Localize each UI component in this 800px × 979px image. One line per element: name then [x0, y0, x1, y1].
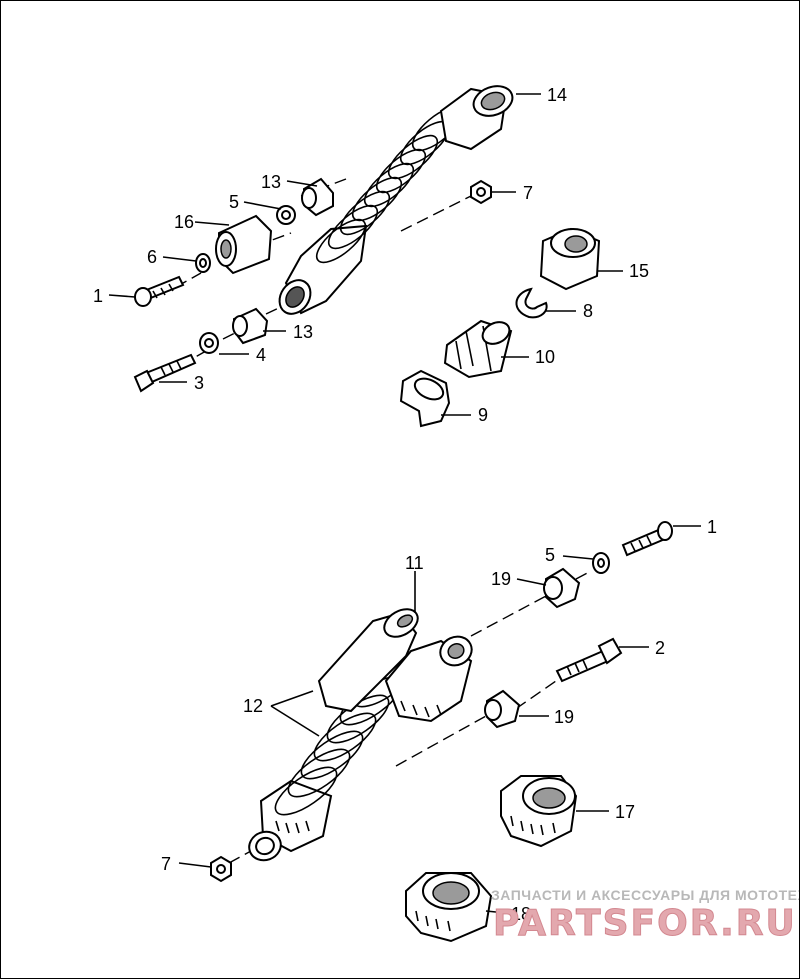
watermark-tagline: ЗАПЧАСТИ И АКСЕССУАРЫ ДЛЯ МОТОТЕХНИКИ — [491, 887, 799, 903]
bushing-19-upper — [543, 567, 581, 609]
callout-9: 9 — [478, 405, 488, 425]
callout-16: 16 — [174, 212, 194, 232]
callout-5: 5 — [229, 192, 239, 212]
callout-15: 15 — [629, 261, 649, 281]
callout-14: 14 — [547, 85, 567, 105]
callout-6: 6 — [147, 247, 157, 267]
axis-line — [575, 570, 592, 580]
callout-11: 11 — [405, 553, 424, 573]
bracket-9 — [399, 369, 451, 428]
callout-18: 18 — [511, 904, 531, 924]
spacer-16 — [215, 214, 273, 275]
callout-13: 13 — [261, 172, 281, 192]
clip-8 — [515, 287, 548, 319]
axis-line — [265, 305, 284, 315]
callout-7: 7 — [523, 183, 533, 203]
callout-8: 8 — [583, 301, 593, 321]
callout-13: 13 — [293, 322, 313, 342]
watermark: ЗАПЧАСТИ И АКСЕССУАРЫ ДЛЯ МОТОТЕХНИКИ PA… — [491, 887, 799, 945]
axis-line — [395, 715, 487, 767]
leader-lines-top — [108, 93, 623, 416]
washer-5-upper — [276, 205, 296, 225]
callout-10: 10 — [535, 347, 555, 367]
watermark-brand: PARTSFOR.RU — [493, 903, 797, 944]
nut-7-upper — [470, 179, 492, 205]
callout-labels-top: 14 13 5 16 6 1 13 4 3 7 15 8 10 9 — [93, 85, 649, 425]
callout-5: 5 — [545, 545, 555, 565]
washer-4 — [199, 332, 219, 354]
bolt-2 — [555, 637, 623, 683]
axis-line — [228, 850, 252, 864]
bolt-1-upper — [134, 275, 185, 307]
axis-line — [400, 195, 472, 232]
bushing-13-lower — [232, 307, 269, 345]
bolt-3 — [133, 353, 197, 393]
bushing-19-lower — [484, 689, 521, 729]
shock-absorber-top — [278, 85, 514, 315]
callout-19: 19 — [554, 707, 574, 727]
bushing-13-upper — [301, 177, 334, 217]
callout-17: 17 — [615, 802, 635, 822]
reservoir-11 — [317, 608, 419, 713]
callout-2: 2 — [655, 638, 665, 658]
callout-4: 4 — [256, 345, 266, 365]
callout-12: 12 — [243, 696, 263, 716]
callout-7: 7 — [161, 854, 171, 874]
axis-line — [470, 595, 547, 637]
callout-1: 1 — [707, 517, 717, 537]
cage-10 — [443, 319, 513, 379]
cover-15 — [539, 227, 601, 291]
bearing-18 — [405, 872, 493, 943]
callout-1: 1 — [93, 286, 103, 306]
bearing-17 — [500, 775, 578, 848]
callout-labels-bottom: 1 5 19 11 2 12 19 17 7 18 — [161, 517, 717, 924]
washer-5-lower — [592, 552, 610, 574]
washer-6 — [195, 253, 211, 273]
callout-19: 19 — [491, 569, 511, 589]
bolt-1-lower — [621, 521, 673, 557]
callout-3: 3 — [194, 373, 204, 393]
axis-line — [222, 330, 240, 340]
leader-lines-bottom — [178, 525, 701, 914]
nut-7-lower — [210, 855, 232, 883]
